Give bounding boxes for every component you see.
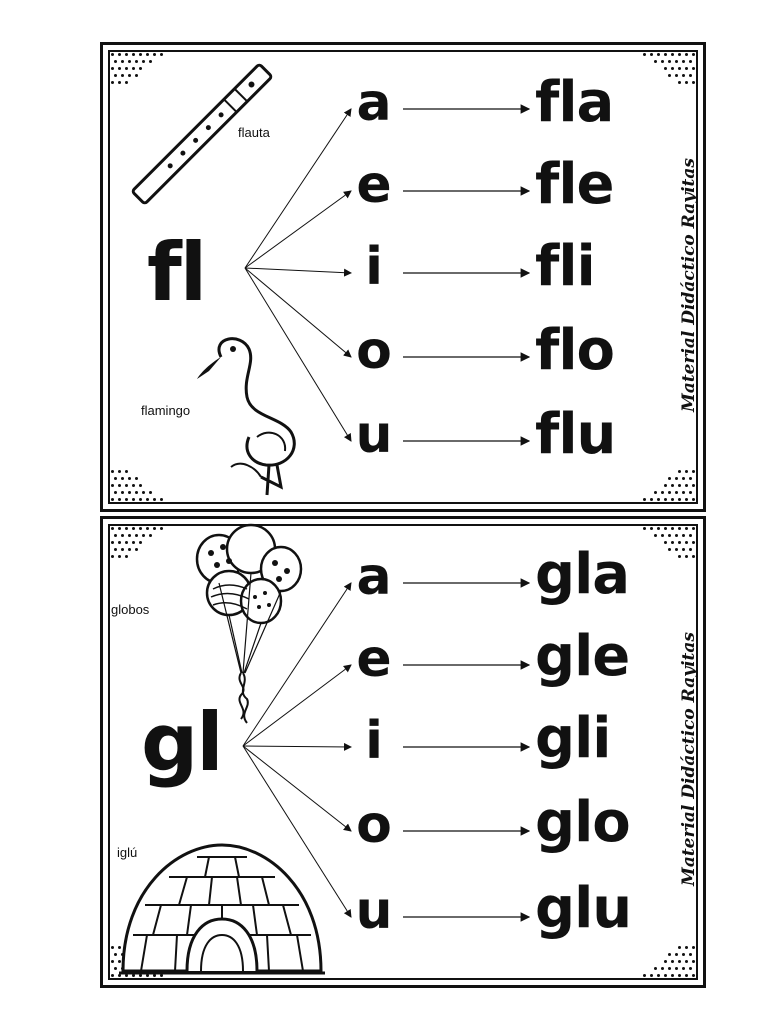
- vowel-o: o: [356, 321, 392, 381]
- connector-lines: [242, 578, 531, 922]
- fan-lines: [242, 582, 352, 918]
- corner-dots-top-right: [635, 527, 695, 567]
- syllable-glu: glu: [535, 876, 632, 941]
- flute-icon: [131, 63, 273, 205]
- syllable-gli: gli: [535, 706, 611, 771]
- vowel-a: a: [356, 547, 392, 607]
- syllable-fli: fli: [535, 234, 596, 299]
- vowel-i: i: [365, 237, 383, 297]
- card-inner-border: [108, 50, 698, 504]
- corner-dots-bottom-right: [635, 461, 695, 501]
- balloons-icon: [195, 523, 303, 724]
- brand-label: Material Didáctico Rayitas: [679, 158, 699, 412]
- flashcard-fl: flauta fl flamingo a: [100, 42, 706, 512]
- corner-dots-bottom-left: [111, 461, 171, 501]
- vowel-u: u: [355, 405, 393, 465]
- picture-word: flauta: [238, 125, 270, 140]
- vowel-e: e: [356, 629, 392, 689]
- consonant-blend: gl: [141, 696, 224, 789]
- syllable-arrows: [403, 578, 531, 922]
- brand-label: Material Didáctico Rayitas: [679, 632, 699, 886]
- vowel-i: i: [365, 711, 383, 771]
- syllable-gla: gla: [535, 542, 630, 607]
- syllable-arrows: [403, 104, 531, 446]
- vowel-u: u: [355, 881, 393, 941]
- fan-lines: [244, 108, 352, 442]
- flashcard-gl: globos gl iglú a e: [100, 516, 706, 988]
- vowel-e: e: [356, 155, 392, 215]
- syllable-flu: flu: [535, 402, 616, 467]
- picture-word: iglú: [117, 845, 138, 860]
- corner-dots-top-right: [635, 53, 695, 93]
- connector-lines: [244, 104, 531, 446]
- syllable-gle: gle: [535, 624, 630, 689]
- vowel-a: a: [356, 73, 392, 133]
- consonant-blend: fl: [147, 226, 207, 319]
- syllable-glo: glo: [535, 790, 631, 855]
- vowel-o: o: [356, 795, 392, 855]
- corner-dots-top-left: [111, 53, 171, 93]
- igloo-icon: [119, 843, 325, 975]
- syllable-fla: fla: [535, 70, 614, 135]
- corner-dots-bottom-right: [635, 937, 695, 977]
- corner-dots-top-left: [111, 527, 171, 567]
- syllable-fle: fle: [535, 152, 615, 217]
- picture-word: flamingo: [141, 403, 191, 418]
- card-inner-border: [108, 524, 698, 980]
- picture-word: globos: [111, 602, 150, 617]
- syllable-flo: flo: [535, 318, 615, 383]
- flamingo-icon: [197, 337, 296, 496]
